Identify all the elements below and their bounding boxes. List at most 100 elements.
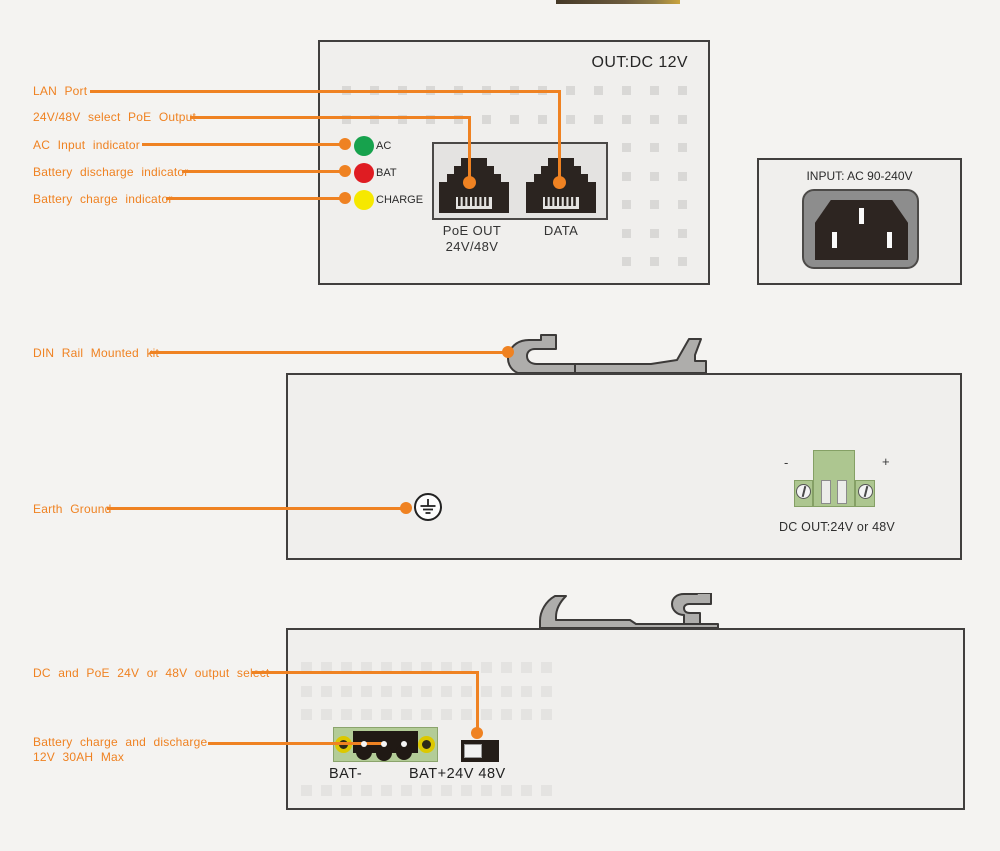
ac-pin-live <box>887 232 892 248</box>
battery-screw-right <box>418 736 435 753</box>
vent-hole <box>541 685 552 697</box>
mid-panel: - + DC OUT:24V or 48V <box>286 373 962 560</box>
vent-hole <box>301 709 312 720</box>
dc-out-terminal <box>794 450 875 508</box>
bottom-panel <box>286 628 965 810</box>
vent-hole <box>501 785 512 796</box>
charge-led-label: CHARGE <box>376 194 424 206</box>
callout-line-lan-port-drop <box>558 90 561 178</box>
photo-sliver <box>556 0 680 4</box>
vent-hole <box>678 171 687 181</box>
dc-out-label: DC OUT:24V or 48V <box>779 520 895 534</box>
vent-hole <box>421 785 432 796</box>
battery-connector-lobe-3 <box>396 744 412 760</box>
vent-hole <box>321 709 332 720</box>
out-dc-label: OUT:DC 12V <box>591 54 688 71</box>
voltage-select-switch <box>461 740 499 762</box>
vent-hole <box>342 114 351 124</box>
callout-dot-data-port <box>553 176 566 189</box>
vent-hole <box>594 86 603 95</box>
vent-hole <box>321 662 332 673</box>
vent-hole <box>622 228 631 238</box>
callout-dot-ac-led <box>339 138 351 150</box>
battery-connector-lobe-2 <box>376 745 392 761</box>
plus-sign: + <box>882 454 890 469</box>
vent-hole <box>521 785 532 796</box>
ac-pin-neutral <box>832 232 837 248</box>
callout-battery-charge: Battery charge indicator <box>33 192 173 206</box>
vent-hole <box>398 114 407 124</box>
terminal-slot-2 <box>837 480 847 504</box>
vent-hole <box>622 114 631 124</box>
vent-hole <box>461 709 472 720</box>
callout-dot-charge-led <box>339 192 351 204</box>
callout-lan-port: LAN Port <box>33 84 88 98</box>
minus-sign: - <box>784 455 789 470</box>
vent-hole <box>501 662 512 673</box>
vent-hole <box>381 785 392 796</box>
vent-hole <box>301 685 312 697</box>
vent-hole <box>501 709 512 720</box>
battery-connector-lobe-1 <box>356 744 372 760</box>
callout-line-dc-poe-select <box>252 671 479 674</box>
vent-hole <box>678 200 687 209</box>
vent-hole <box>678 228 687 238</box>
callout-line-lan-port <box>90 90 561 93</box>
vent-hole <box>521 662 532 673</box>
vent-hole <box>381 662 392 673</box>
vent-hole <box>650 257 659 266</box>
vent-hole <box>678 143 687 152</box>
vent-hole <box>441 785 452 796</box>
vent-hole <box>521 685 532 697</box>
terminal-screw-right <box>858 484 873 499</box>
ac-inlet-socket <box>802 189 919 269</box>
vent-hole <box>341 685 352 697</box>
vent-hole <box>650 86 659 95</box>
vent-hole <box>441 685 452 697</box>
callout-line-poe-select <box>190 116 471 119</box>
vent-hole <box>381 709 392 720</box>
switch-knob <box>464 744 482 758</box>
vent-hole <box>454 114 463 124</box>
vent-hole <box>321 785 332 796</box>
vent-hole <box>622 171 631 181</box>
ac-inlet-cavity <box>815 200 908 260</box>
callout-battery-discharge: Battery discharge indicator <box>33 165 189 179</box>
battery-pin-2 <box>381 741 387 747</box>
vent-hole <box>421 685 432 697</box>
vent-hole <box>421 662 432 673</box>
callout-din-rail: DIN Rail Mounted kit <box>33 346 160 360</box>
callout-line-dc-poe-select-drop <box>476 671 479 729</box>
vent-hole <box>678 86 687 95</box>
vent-hole <box>441 709 452 720</box>
vent-hole <box>566 114 575 124</box>
charge-led <box>354 190 374 210</box>
battery-pin-1 <box>361 741 367 747</box>
ac-input-label: INPUT: AC 90-240V <box>806 169 913 183</box>
callout-line-earth-ground <box>107 507 406 510</box>
callout-line-battery-charge <box>166 197 342 200</box>
ac-led <box>354 136 374 156</box>
vent-hole <box>461 785 472 796</box>
terminal-center-block <box>813 450 855 507</box>
vent-hole <box>361 685 372 697</box>
terminal-slot-1 <box>821 480 831 504</box>
callout-dot-bat-led <box>339 165 351 177</box>
callout-line-battery-discharge <box>182 170 342 173</box>
callout-earth-ground: Earth Ground <box>33 502 112 516</box>
bat-led-label: BAT <box>376 167 397 179</box>
vent-hole <box>421 709 432 720</box>
callout-dot-din-rail <box>502 346 514 358</box>
vent-hole <box>481 685 492 697</box>
vent-hole <box>594 114 603 124</box>
vent-hole <box>678 257 687 266</box>
vent-hole <box>566 86 575 95</box>
vent-hole <box>538 114 547 124</box>
ac-led-label: AC <box>376 140 392 152</box>
vent-hole <box>541 662 552 673</box>
vent-hole <box>622 257 631 266</box>
earth-ground-icon <box>414 493 442 521</box>
data-port-caption: DATA <box>543 223 579 238</box>
vent-hole <box>541 785 552 796</box>
vent-hole <box>481 662 492 673</box>
